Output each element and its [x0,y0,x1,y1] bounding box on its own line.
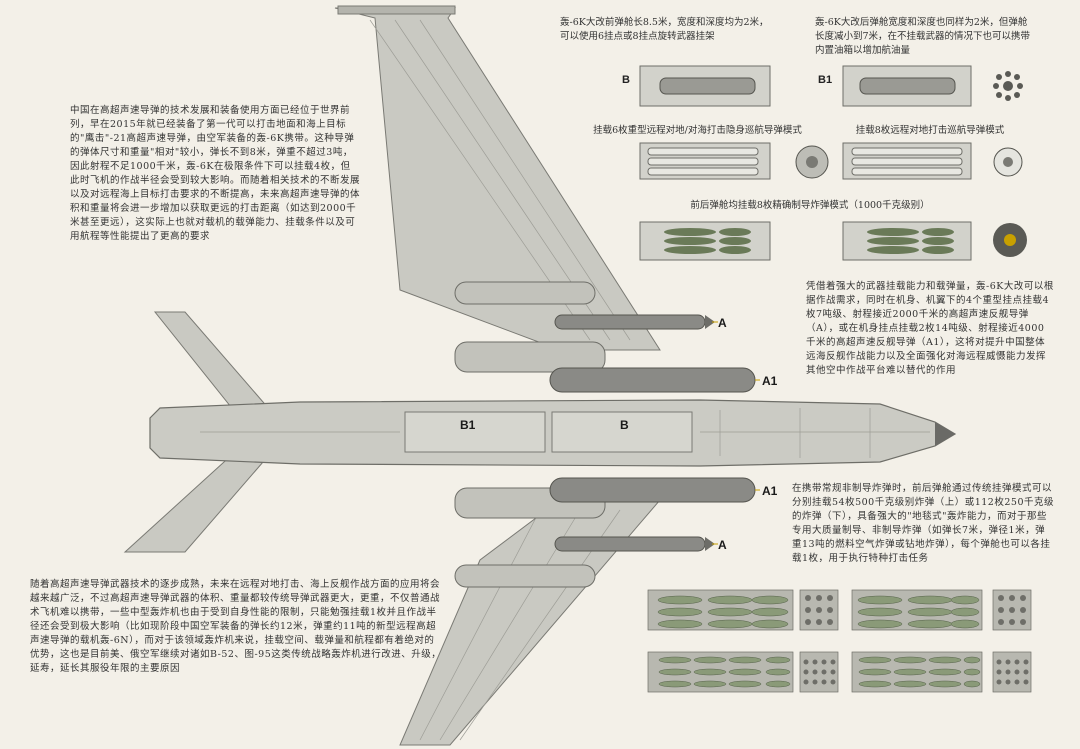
bay-diagram-front-b [639,65,771,107]
bay-diagram-cruise-6 [639,142,829,180]
lower-tailplane [123,451,272,553]
rotary-launcher-icon [993,71,1023,101]
bay-diagram-cruise-8 [842,142,1023,180]
bay-label-front: B [622,74,630,86]
bay-diagram-bombs-front [639,221,771,261]
caption-rear-bay: 轰-6K大改后弹舱宽度和深度也同样为2米，但弹舱长度减小到7米，在不挂载武器的情… [815,17,1031,56]
bay-label-rear: B1 [818,74,833,86]
missile-label-a-lower: A [718,538,727,552]
missile-label-a1-upper: A1 [762,374,778,388]
caption-mode-cruise-6: 挂载6枚重型远程对地/对海打击隐身巡航导弹模式 [593,125,802,136]
engine-nacelle-upper-inner [454,341,606,373]
paragraph-payload: 凭借着强大的武器挂载能力和载弹量，轰-6K大改可以根据作战需求，同时在机身、机翼… [806,281,1054,376]
fuselage-label-b: B [620,418,629,432]
bay-diagram-rear-b1 [842,65,972,107]
missile-label-a-upper: A [718,316,727,330]
missile-label-a1-lower: A1 [762,484,778,498]
fuselage-bay-rear [404,411,546,453]
fuselage-label-b1: B1 [460,418,476,432]
engine-nacelle-lower-outer [454,564,596,588]
paragraph-intro: 中国在高超声速导弹的技术发展和装备使用方面已经位于世界前列，早在2015年就已经… [70,105,361,242]
missile-a-upper [554,314,715,330]
bay-diagram-bombs-rear [842,221,1027,261]
missile-a-lower [554,536,715,552]
caption-mode-cruise-8: 挂载8枚远程对地打击巡航导弹模式 [855,125,1005,136]
caption-front-bay: 轰-6K大改前弹舱长8.5米，宽度和深度均为2米，可以使用6挂点或8挂点旋转武器… [560,17,769,42]
missile-a1-lower [549,477,756,503]
missile-a1-upper [549,367,756,393]
bomb-racks [647,589,1032,693]
paragraph-conclusion: 随着高超声速导弹武器技术的逐步成熟，未来在远程对地打击、海上反舰作战方面的应用将… [30,579,442,674]
caption-mode-bombs: 前后弹舱均挂载8枚精确制导炸弹模式（1000千克级别） [690,200,930,211]
upper-tailplane [153,311,272,413]
paragraph-bombs: 在携带常规非制导炸弹时，前后弹舱通过传统挂弹模式可以分别挂载54枚500千克级别… [792,483,1054,564]
fuselage-bay-front [551,411,693,453]
engine-nacelle-upper-outer [454,281,596,305]
